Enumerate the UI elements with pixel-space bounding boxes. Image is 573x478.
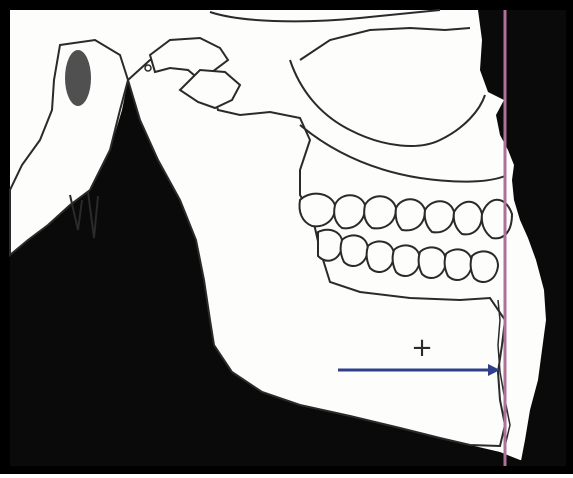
ear-canal-shape	[65, 50, 91, 106]
plus-sign-label: +	[411, 333, 433, 363]
